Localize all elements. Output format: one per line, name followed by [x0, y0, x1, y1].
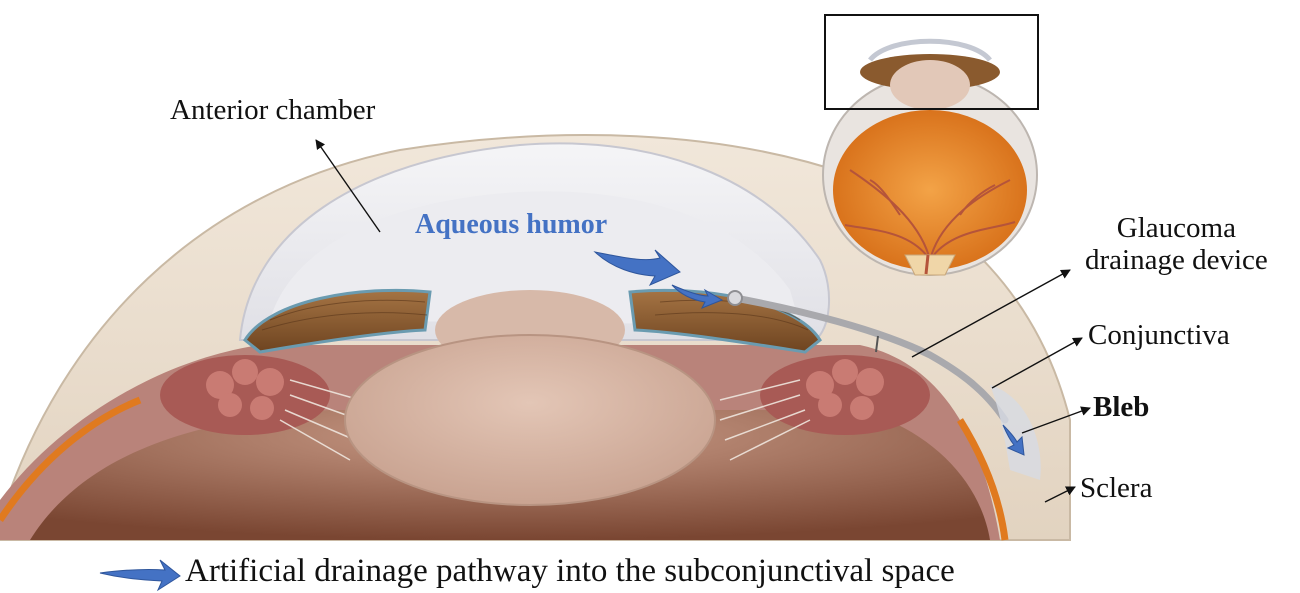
tube-opening: [728, 291, 742, 305]
legend-text: Artificial drainage pathway into the sub…: [185, 553, 955, 589]
ciliary-body-right: [760, 355, 930, 435]
inset-lens: [890, 60, 970, 110]
inset-nerve-red: [926, 255, 928, 274]
label-bleb: Bleb: [1093, 392, 1149, 424]
label-aqueous-humor: Aqueous humor: [415, 210, 607, 241]
label-sclera: Sclera: [1080, 473, 1152, 505]
label-conjunctiva: Conjunctiva: [1088, 320, 1230, 352]
inset-eye: [823, 15, 1038, 275]
label-glaucoma-drainage-device: Glaucoma drainage device: [1085, 213, 1268, 277]
legend-arrow-icon: [100, 560, 180, 590]
label-glaucoma-line1: Glaucoma: [1085, 213, 1268, 245]
inset-retina: [833, 110, 1027, 270]
ciliary-body-left: [160, 355, 330, 435]
lens: [345, 335, 715, 505]
label-glaucoma-line2: drainage device: [1085, 245, 1268, 277]
label-anterior-chamber: Anterior chamber: [170, 95, 375, 127]
